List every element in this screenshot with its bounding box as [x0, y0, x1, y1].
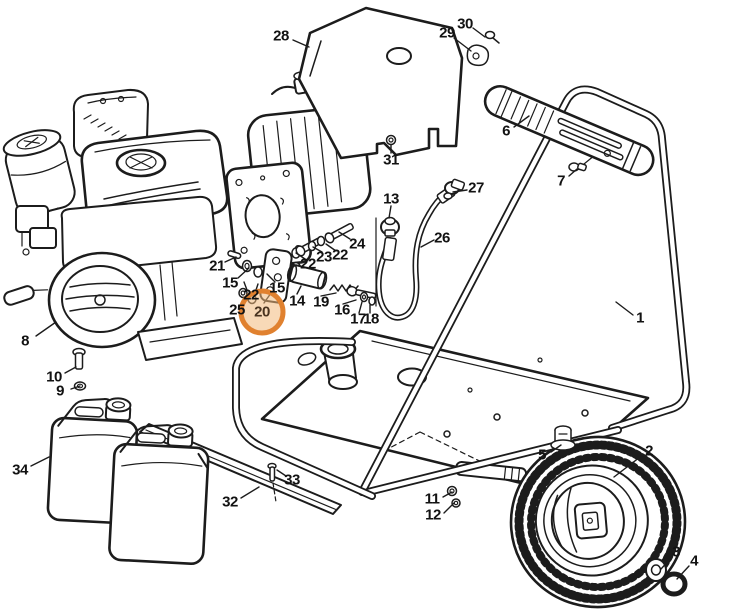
engine-cover: [297, 6, 464, 160]
bolt-24: [324, 222, 354, 244]
part-label-1[interactable]: 1: [636, 309, 644, 327]
mount-hardware: [227, 217, 377, 307]
pin-21: [227, 250, 242, 260]
frame-tubes: [232, 85, 691, 500]
starter-handle: [3, 285, 49, 306]
deck-spout: [319, 338, 358, 390]
screw-7: [568, 136, 618, 172]
washer-3: [645, 558, 667, 582]
leader-lines: [30, 27, 690, 580]
part-label-3[interactable]: 3: [672, 543, 680, 561]
part-label-21[interactable]: 21: [209, 257, 225, 275]
engine-base: [137, 317, 243, 361]
part-label-7[interactable]: 7: [557, 172, 565, 190]
part-label-18[interactable]: 18: [363, 310, 379, 328]
ring-4: [660, 571, 688, 597]
part-label-12[interactable]: 12: [425, 506, 441, 524]
highlight-ring[interactable]: [238, 288, 286, 336]
part-label-27[interactable]: 27: [468, 179, 484, 197]
part-label-34[interactable]: 34: [12, 461, 28, 479]
part-label-25[interactable]: 25: [229, 301, 245, 319]
part-label-23[interactable]: 23: [316, 248, 332, 266]
spacer-14: [286, 263, 328, 290]
part-label-11[interactable]: 11: [424, 490, 440, 508]
screw-30: [484, 30, 500, 44]
clamp-29: [466, 44, 490, 67]
part-label-32[interactable]: 32: [222, 493, 238, 511]
part-label-31[interactable]: 31: [383, 151, 399, 169]
washer-12: [451, 498, 461, 508]
hose-26: [375, 178, 466, 321]
part-label-14[interactable]: 14: [289, 292, 305, 310]
part-label-24[interactable]: 24: [349, 235, 365, 253]
part-label-22-2[interactable]: 22: [300, 255, 316, 273]
part-label-15[interactable]: 15: [222, 274, 238, 292]
part-label-20[interactable]: 20: [254, 303, 270, 321]
air-filter: [2, 129, 76, 216]
banjo-fitting-13: [380, 216, 400, 237]
part-label-19[interactable]: 19: [313, 293, 329, 311]
part-label-13[interactable]: 13: [383, 190, 399, 208]
part-label-9[interactable]: 9: [56, 382, 64, 400]
part-label-30[interactable]: 30: [457, 15, 473, 33]
part-label-4[interactable]: 4: [690, 552, 698, 570]
part-label-28[interactable]: 28: [273, 27, 289, 45]
part-label-6[interactable]: 6: [502, 122, 510, 140]
part-label-17[interactable]: 17: [350, 310, 366, 328]
part-label-22[interactable]: 22: [332, 246, 348, 264]
part-label-8[interactable]: 8: [21, 332, 29, 350]
part-label-22-3[interactable]: 22: [243, 286, 259, 304]
handle-grip: [483, 84, 655, 177]
engine: [2, 88, 243, 391]
part-label-10[interactable]: 10: [46, 368, 62, 386]
part-label-33[interactable]: 33: [284, 471, 300, 489]
part-label-16[interactable]: 16: [334, 301, 350, 319]
part-label-5[interactable]: 5: [538, 446, 546, 464]
part-label-29[interactable]: 29: [439, 24, 455, 42]
part-label-26[interactable]: 26: [434, 229, 450, 247]
wheel: [509, 435, 687, 609]
canisters: [46, 397, 210, 566]
part-label-2[interactable]: 2: [645, 442, 653, 460]
part-label-15-2[interactable]: 15: [269, 279, 285, 297]
